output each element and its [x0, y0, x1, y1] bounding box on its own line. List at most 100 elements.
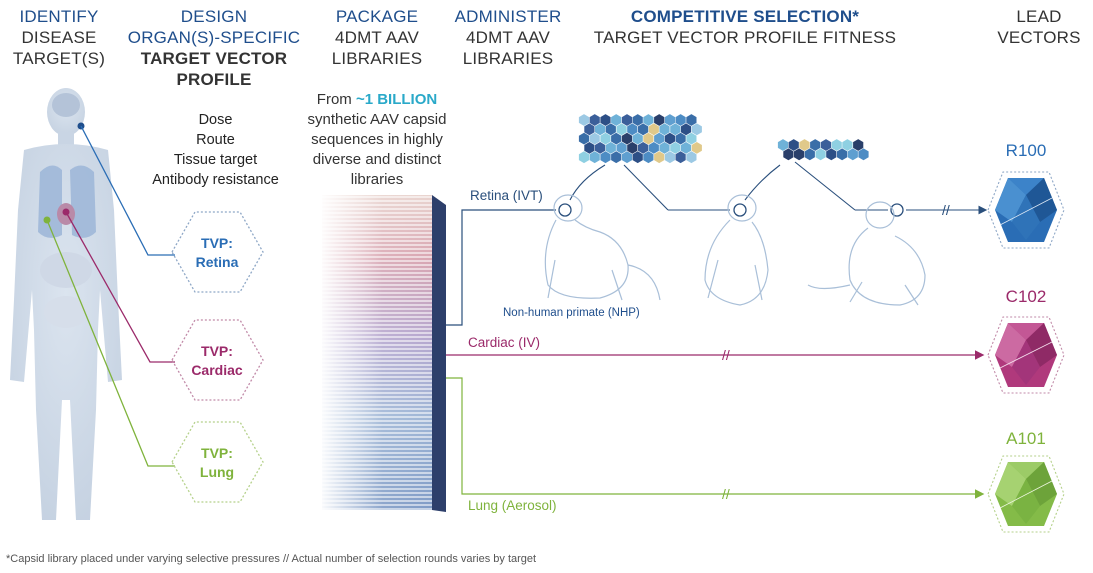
library-description: From ~1 BILLION synthetic AAV capsid seq… — [292, 90, 462, 190]
capsid-cell — [659, 142, 670, 154]
param-antibody: Antibody resistance — [152, 172, 279, 188]
capsid-cell — [600, 132, 611, 145]
tvp-lung-line2: Lung — [199, 464, 235, 480]
retina-route-line — [446, 209, 556, 326]
header-design-line2: TARGET VECTOR — [140, 49, 288, 68]
capsid-cell — [831, 139, 842, 151]
capsid-library-block — [322, 195, 446, 512]
header-design-title: DESIGN — [180, 7, 248, 26]
capsid-cell — [600, 151, 611, 164]
capsid-cell — [788, 139, 799, 151]
capsid-cell — [605, 142, 616, 154]
a101-capsid-icon — [987, 455, 1065, 533]
library-line3: diverse and distinct — [312, 151, 442, 168]
capsid-cell — [621, 151, 633, 164]
capsid-cell — [858, 148, 869, 161]
tvp-cardiac-label: TVP: Cardiac — [186, 342, 248, 380]
capsid-cell — [670, 142, 681, 154]
tvp-cardiac-hexagon — [171, 319, 264, 401]
capsid-cell — [664, 132, 675, 145]
capsid-cell — [777, 139, 789, 151]
library-prefix: From — [316, 91, 356, 108]
library-line4: libraries — [350, 171, 404, 188]
capsid-cell — [584, 123, 595, 136]
capsid-cell — [664, 151, 675, 164]
capsid-cell — [589, 151, 600, 164]
param-tissue: Tissue target — [173, 152, 258, 168]
tvp-lung-label: TVP: Lung — [186, 444, 248, 482]
header-lead-vectors: LEAD VECTORS — [985, 6, 1093, 48]
nhp-monkey-3 — [807, 201, 926, 306]
tvp-lung-line1: TVP: — [201, 445, 233, 461]
capsid-cell — [654, 132, 665, 145]
capsid-cell — [589, 132, 600, 145]
retina-round-break: // — [942, 202, 950, 218]
capsid-cell — [810, 139, 821, 151]
library-highlight: ~1 BILLION — [355, 91, 438, 108]
route-cardiac-label: Cardiac (IV) — [468, 335, 541, 350]
capsid-cell — [638, 123, 649, 136]
capsid-cell — [632, 114, 643, 126]
capsid-cell — [643, 114, 654, 126]
nhp-selection-path — [569, 161, 988, 215]
header-competitive-selection: COMPETITIVE SELECTION* TARGET VECTOR PRO… — [575, 6, 915, 48]
capsid-cell — [654, 114, 665, 126]
header-design: DESIGN ORGAN(S)-SPECIFIC TARGET VECTOR P… — [118, 6, 310, 90]
capsid-cell — [837, 148, 848, 161]
library-line0: From ~1 BILLION — [292, 90, 462, 110]
capsid-cell — [638, 142, 649, 154]
capsid-cell — [616, 142, 627, 154]
lead-a101-label: A101 — [1006, 429, 1046, 448]
nhp-label: Non-human primate (NHP) — [503, 307, 640, 319]
header-package-title: PACKAGE — [335, 7, 419, 26]
lung-route-line — [446, 377, 985, 499]
capsid-cell — [847, 148, 858, 161]
header-package-line2: LIBRARIES — [331, 49, 423, 68]
capsid-cell — [686, 114, 697, 126]
capsid-cell — [691, 123, 702, 136]
capsid-cell — [842, 139, 853, 151]
tvp-retina-label: TVP: Retina — [186, 234, 248, 272]
human-body-figure — [10, 88, 122, 520]
library-line1: synthetic AAV capsid — [307, 111, 447, 128]
tvp-retina-line1: TVP: — [201, 235, 233, 251]
capsid-cell — [584, 142, 595, 154]
header-competitive-title: COMPETITIVE SELECTION* — [630, 7, 860, 26]
capsid-cell — [627, 142, 638, 154]
tvp-retina-hexagon — [171, 211, 264, 293]
footnote: *Capsid library placed under varying sel… — [6, 553, 537, 565]
capsid-cell — [794, 148, 805, 161]
header-identify: IDENTIFY DISEASE TARGET(S) — [0, 6, 118, 69]
capsid-cell — [627, 123, 638, 136]
capsid-cell — [804, 148, 815, 161]
capsid-cell — [675, 114, 686, 126]
capsid-cell — [670, 123, 681, 136]
capsid-cell — [595, 142, 606, 154]
capsid-library-grid-round2 — [777, 139, 869, 161]
capsid-cell — [648, 123, 659, 136]
capsid-cell — [632, 151, 643, 164]
c102-capsid-icon — [987, 316, 1065, 394]
header-administer-line1: 4DMT AAV — [465, 28, 551, 47]
param-dose: Dose — [198, 112, 233, 128]
route-retina-label: Retina (IVT) — [470, 188, 543, 203]
capsid-cell — [632, 132, 643, 145]
tvp-parameters: Dose Route Tissue target Antibody resist… — [138, 110, 293, 190]
capsid-cell — [675, 151, 686, 164]
capsid-cell — [578, 114, 590, 126]
capsid-cell — [664, 114, 675, 126]
lung-round-break: // — [722, 486, 730, 502]
tvp-cardiac-line2: Cardiac — [191, 362, 243, 378]
capsid-cell — [799, 139, 810, 151]
capsid-cell — [643, 151, 654, 164]
tvp-cardiac-line1: TVP: — [201, 343, 233, 359]
capsid-cell — [616, 123, 627, 136]
nhp1-eye-marker — [558, 203, 572, 217]
capsid-cell — [815, 148, 826, 161]
header-package: PACKAGE 4DMT AAV LIBRARIES — [318, 6, 436, 69]
capsid-cell — [611, 132, 622, 145]
header-design-line1: ORGAN(S)-SPECIFIC — [127, 28, 301, 47]
capsid-cell — [675, 132, 686, 145]
lung-connector — [46, 219, 175, 467]
header-lead-line2: VECTORS — [997, 28, 1081, 47]
